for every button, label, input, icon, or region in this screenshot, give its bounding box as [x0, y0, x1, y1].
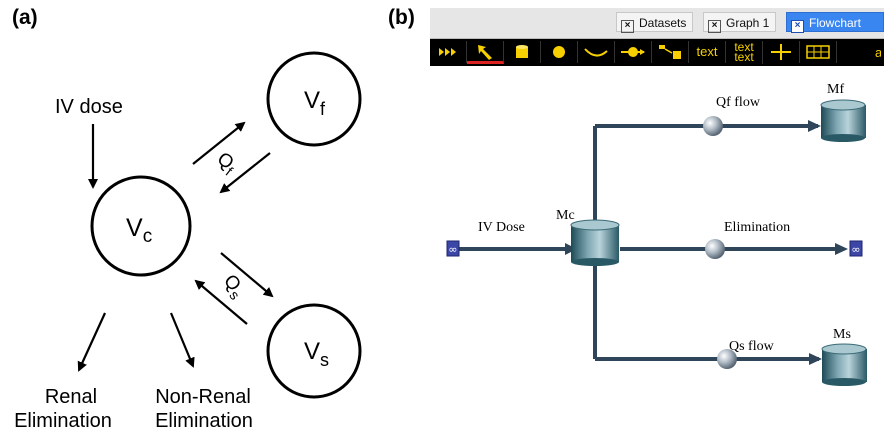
- qs-valve[interactable]: [717, 349, 737, 369]
- qs-label: Qs: [217, 271, 249, 303]
- tab-flowchart[interactable]: × Flowchart: [786, 12, 884, 33]
- renal-label-line1: Renal: [45, 386, 97, 408]
- renal-arrow: [77, 312, 107, 372]
- elimination-flow-label: Elimination: [724, 220, 790, 235]
- qf-arrowhead: [808, 120, 821, 132]
- qf-label: Qf: [211, 148, 241, 178]
- pointer-arrow-icon[interactable]: [467, 41, 504, 64]
- tab-label: Flowchart: [809, 16, 862, 30]
- infinity-icon: ∞: [851, 243, 860, 256]
- panel-a-label: (a): [12, 6, 38, 29]
- mf-label: Mf: [827, 82, 844, 97]
- panel-b-label: (b): [388, 6, 415, 29]
- flow-tool-icon[interactable]: [615, 41, 652, 63]
- ms-label: Ms: [833, 327, 851, 342]
- renal-label-line2: Elimination: [14, 410, 112, 431]
- qs-flow-label: Qs flow: [729, 339, 775, 354]
- elimination-arrowhead: [835, 243, 848, 255]
- crosshair-icon[interactable]: [763, 41, 800, 63]
- central-compartment-label: Vc: [126, 214, 152, 247]
- compartment-diagram: Vc Vf Vs IV dose Qf Qs Renal Elimination…: [14, 51, 362, 431]
- infinity-icon: ∞: [448, 243, 457, 256]
- iv-dose-flow-label: IV Dose: [478, 220, 525, 235]
- from-slow-arrow: [194, 279, 248, 325]
- sink-infinity-box[interactable]: ∞: [849, 240, 863, 257]
- toolbar-overflow[interactable]: a: [837, 41, 884, 63]
- to-slow-arrow: [220, 252, 274, 298]
- slow-compartment-label: Vs: [304, 338, 329, 370]
- checkbox-icon: ×: [791, 20, 804, 33]
- play-forward-icon[interactable]: [430, 41, 467, 63]
- nonrenal-label-line2: Elimination: [155, 410, 253, 431]
- checkbox-icon: ×: [621, 20, 634, 33]
- nonrenal-arrow: [169, 312, 195, 368]
- tab-datasets[interactable]: × Datasets: [616, 12, 694, 33]
- qs-arrowhead: [809, 353, 822, 365]
- nonrenal-label-line1: Non-Renal: [155, 386, 251, 408]
- checkbox-icon: ×: [708, 20, 721, 33]
- fast-compartment: [266, 51, 362, 147]
- to-fast-arrow: [192, 121, 246, 165]
- mf-compartment[interactable]: [820, 99, 866, 142]
- circle-tool-icon[interactable]: [541, 41, 578, 63]
- flowchart-canvas: ∞ ∞ Mc Mf Ms IV Dose Qf flow Elimination…: [446, 82, 867, 386]
- central-compartment: [90, 175, 192, 277]
- slow-compartment: [266, 303, 362, 399]
- text-line-1: text: [734, 40, 754, 54]
- elimination-valve[interactable]: [705, 239, 725, 259]
- mc-label: Mc: [556, 208, 575, 223]
- ms-compartment[interactable]: [821, 343, 867, 386]
- tab-label: Datasets: [639, 16, 687, 30]
- text-line-2: text: [734, 50, 754, 64]
- flow-pipes: [456, 124, 843, 361]
- iv-dose-label: IV dose: [55, 96, 123, 118]
- qf-valve[interactable]: [703, 116, 723, 136]
- curve-tool-icon[interactable]: [578, 41, 615, 63]
- fast-compartment-label: Vf: [304, 87, 326, 119]
- mc-compartment[interactable]: [570, 219, 620, 266]
- flow-to-compartment-icon[interactable]: [652, 41, 689, 63]
- text-tool-button[interactable]: text: [689, 41, 726, 63]
- qf-flow-label: Qf flow: [716, 95, 761, 110]
- source-infinity-box[interactable]: ∞: [446, 240, 460, 257]
- tab-label: Graph 1: [726, 16, 770, 30]
- compartment-tool-icon[interactable]: [504, 41, 541, 63]
- tab-graph-1[interactable]: × Graph 1: [703, 12, 777, 33]
- from-fast-arrow: [219, 152, 271, 194]
- tab-bar: × Datasets × Graph 1 × Flowchart: [430, 8, 884, 39]
- svg-text:a: a: [875, 45, 881, 60]
- grid-icon[interactable]: [800, 41, 837, 63]
